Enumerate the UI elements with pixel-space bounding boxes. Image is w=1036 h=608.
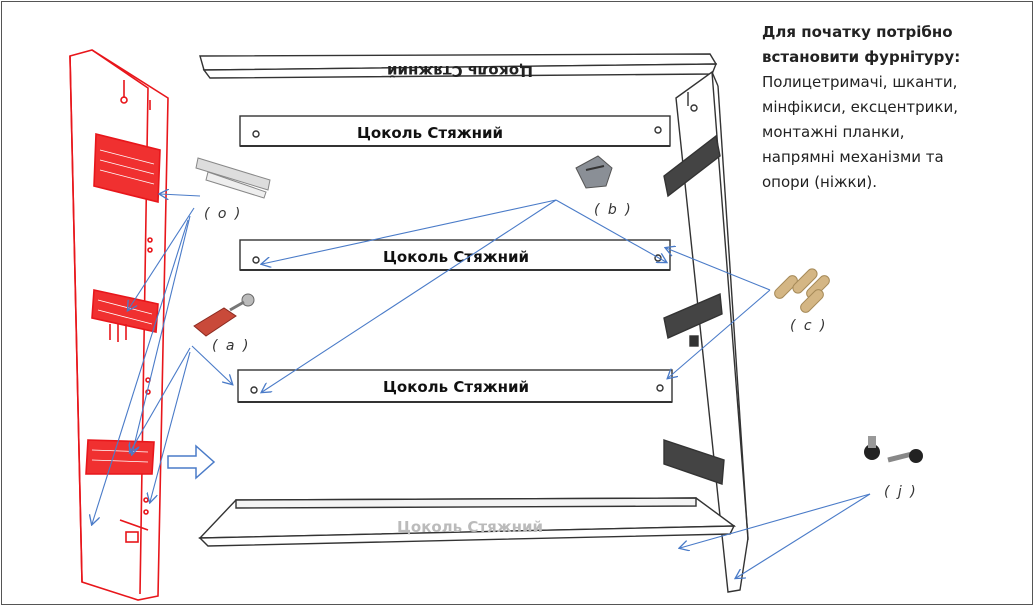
intro-line: Полицетримачі, шканти,	[762, 73, 958, 91]
plinth-1: Цоколь Стяжний	[239, 115, 671, 147]
leveling-feet-illustration	[864, 436, 923, 463]
top-plinth: Цоколь Стяжний	[199, 53, 718, 80]
intro-line: напрямні механізми та	[762, 148, 944, 166]
dowels-illustration	[774, 268, 830, 313]
intro-line: монтажні планки,	[762, 123, 905, 141]
plinth-label-bottom: Цоколь Стяжний	[397, 518, 543, 536]
label-c: ( c )	[790, 318, 828, 334]
intro-line: опори (ніжки).	[762, 173, 877, 191]
plinth-2: Цоколь Стяжний	[239, 239, 671, 271]
label-a: ( a )	[212, 338, 251, 354]
intro-heading: Для початку потрібно встановити фурнітур…	[762, 23, 961, 66]
label-o: ( o )	[204, 206, 243, 222]
eccentric-illustration	[193, 293, 255, 337]
pointer-arrows	[92, 194, 871, 578]
intro-text: Для початку потрібно встановити фурнітур…	[762, 20, 1024, 195]
minifix-illustration	[575, 155, 613, 189]
red-side-panel	[69, 49, 169, 601]
plinth-3: Цоколь Стяжний	[237, 369, 673, 403]
right-side-panel	[663, 70, 749, 593]
label-j: ( j )	[884, 484, 918, 500]
bottom-shelf: Цоколь Стяжний	[198, 497, 737, 547]
drawer-slide-illustration	[195, 157, 271, 199]
direction-arrow	[167, 444, 216, 480]
plinth-label-2: Цоколь Стяжний	[383, 248, 529, 266]
plinth-label-3: Цоколь Стяжний	[383, 378, 529, 396]
plinth-label-1: Цоколь Стяжний	[357, 124, 503, 142]
label-b: ( b )	[594, 202, 633, 218]
plinth-label-top: Цоколь Стяжний	[387, 62, 533, 80]
intro-line: мінфікиси, ексцентрики,	[762, 98, 958, 116]
